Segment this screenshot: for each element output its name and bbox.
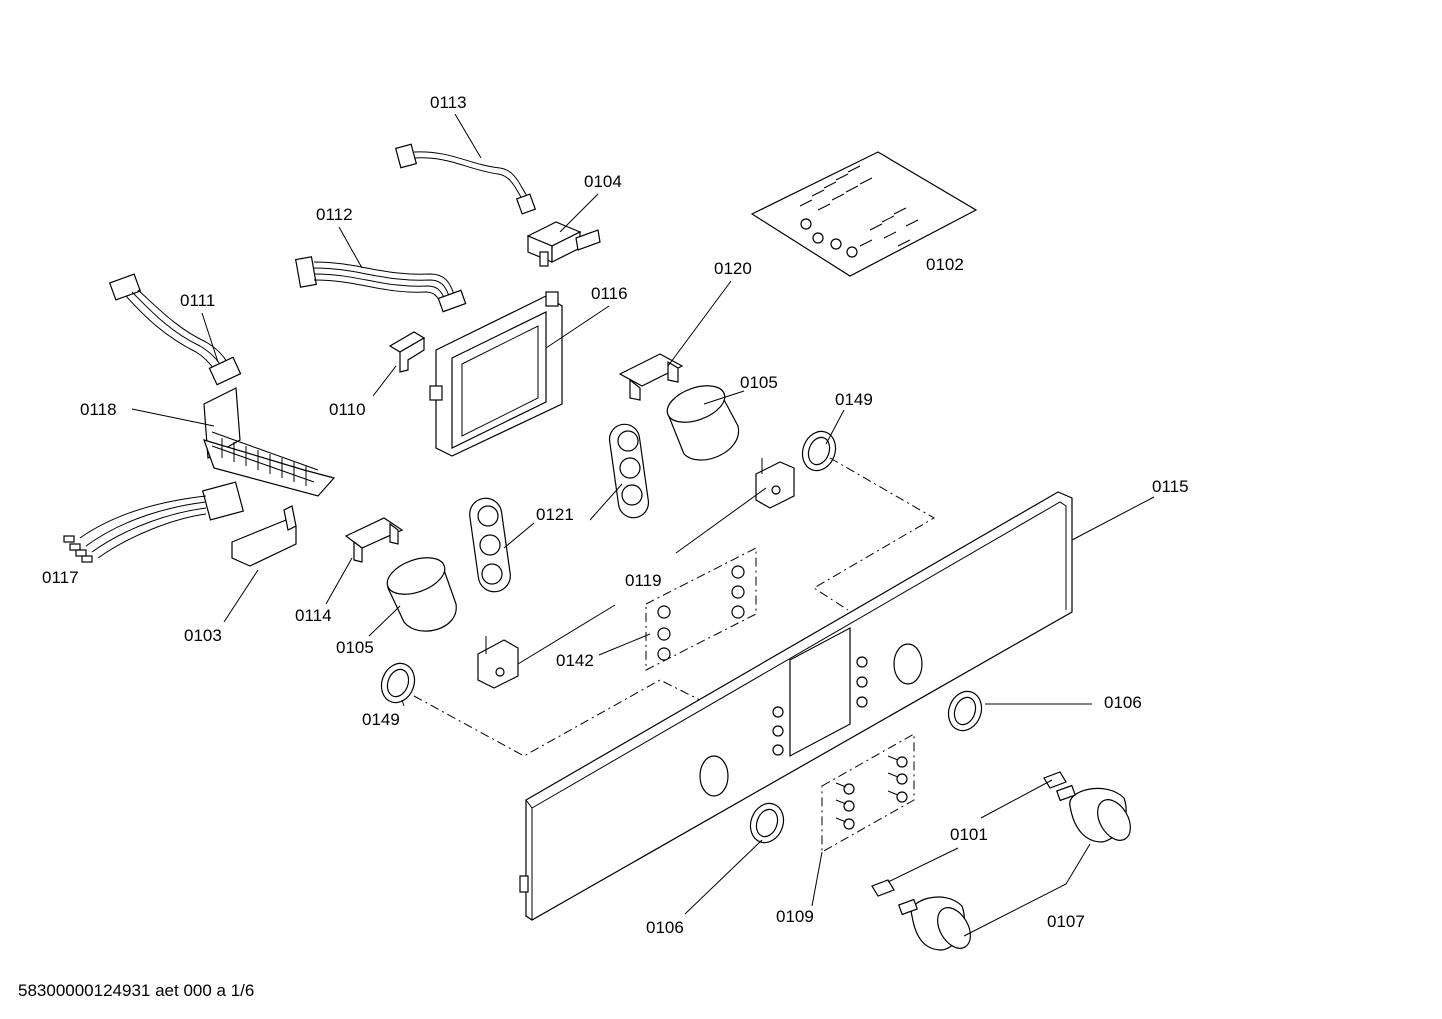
part-0115-front-panel xyxy=(519,491,1073,921)
label-0105-upper: 0105 xyxy=(740,373,778,392)
part-0104-switch xyxy=(526,221,601,267)
callout-labels: 0113 0104 0112 0111 0116 0120 0102 0118 … xyxy=(42,93,1189,937)
part-0149-ring-lower xyxy=(380,662,416,704)
part-0113-cable xyxy=(394,143,537,215)
label-0120: 0120 xyxy=(714,259,752,278)
assembly-lines xyxy=(413,457,935,757)
label-0149-lower: 0149 xyxy=(362,710,400,729)
label-0119: 0119 xyxy=(625,571,662,590)
part-0142-led-group xyxy=(645,547,757,671)
part-0119-switch-lower xyxy=(477,636,519,689)
label-0117: 0117 xyxy=(42,568,79,587)
document-footer-id: 58300000124931 aet 000 a 1/6 xyxy=(18,981,255,1000)
part-0114-clip xyxy=(344,517,404,563)
label-0114: 0114 xyxy=(295,606,332,625)
part-0106-ring-right xyxy=(947,690,983,732)
part-0105-housing-lower xyxy=(386,557,457,632)
part-0105-housing-upper xyxy=(666,385,739,461)
label-0103: 0103 xyxy=(184,626,222,645)
part-0149-ring-upper xyxy=(801,430,837,472)
label-0121: 0121 xyxy=(536,505,574,524)
part-0121-button-strip-lower xyxy=(469,497,511,593)
label-0104: 0104 xyxy=(584,172,622,191)
label-0102: 0102 xyxy=(926,255,964,274)
label-0116: 0116 xyxy=(591,284,628,303)
label-0106-right: 0106 xyxy=(1104,693,1142,712)
part-0101-label-lower xyxy=(871,879,895,897)
part-0120-clip xyxy=(618,353,684,401)
label-0142: 0142 xyxy=(556,651,594,670)
part-0106-ring-left xyxy=(749,802,785,844)
label-0113: 0113 xyxy=(430,93,467,112)
part-0102-screw-bag xyxy=(750,151,978,277)
label-0112: 0112 xyxy=(316,205,353,224)
part-0107-knob-upper xyxy=(1056,784,1131,843)
part-0109-screw-group xyxy=(821,733,915,853)
label-0111: 0111 xyxy=(180,291,215,310)
label-0105-lower: 0105 xyxy=(336,638,374,657)
label-0118: 0118 xyxy=(80,400,117,419)
label-0107: 0107 xyxy=(1047,912,1085,931)
part-0121-button-strip-upper xyxy=(608,423,650,519)
part-0107-knob-lower xyxy=(898,896,971,951)
label-0149-upper: 0149 xyxy=(835,390,873,409)
part-0101-label-upper xyxy=(1043,771,1067,789)
part-0103-bracket xyxy=(231,505,297,567)
label-0106-left: 0106 xyxy=(646,918,684,937)
part-0116-display-module xyxy=(429,291,563,457)
part-0118-terminal-block xyxy=(203,387,336,497)
part-0117-harness xyxy=(63,481,245,563)
part-0110-clip xyxy=(388,331,426,373)
leader-lines xyxy=(131,113,1155,937)
label-0110: 0110 xyxy=(329,400,366,419)
label-0101: 0101 xyxy=(950,825,988,844)
part-0119-switch-upper xyxy=(755,458,795,509)
label-0109: 0109 xyxy=(776,907,814,926)
label-0115: 0115 xyxy=(1152,477,1189,496)
part-0111-harness xyxy=(108,273,242,386)
part-0112-ribbon-cable xyxy=(294,256,467,313)
